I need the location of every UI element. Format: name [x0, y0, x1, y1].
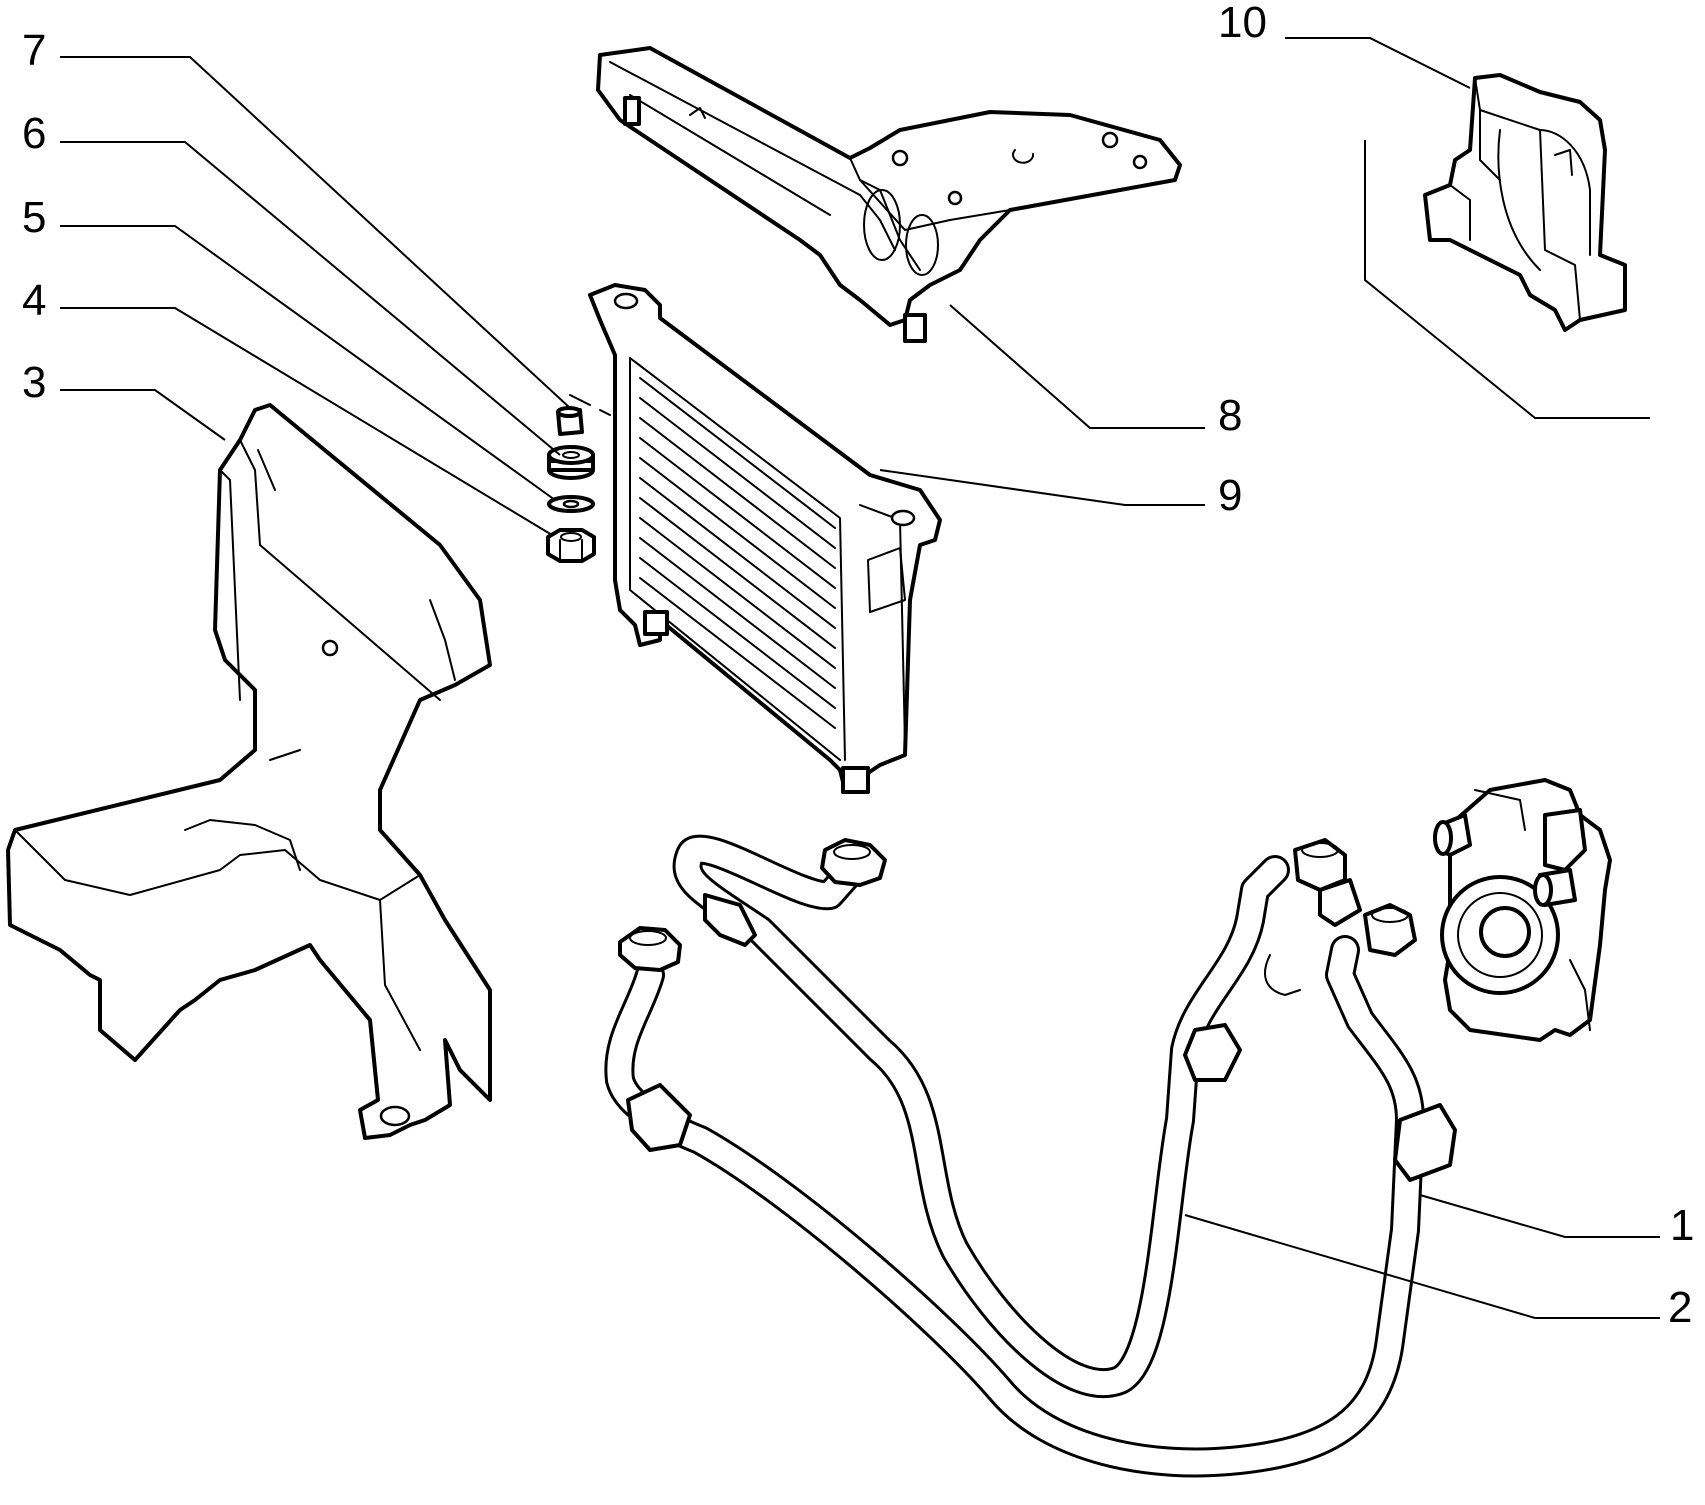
callout-8: 8	[1218, 391, 1242, 440]
part-2-pipe	[672, 834, 1290, 1399]
callout-2: 2	[1668, 1283, 1692, 1332]
part-9-oil-cooler	[588, 283, 942, 794]
leader-7	[60, 56, 571, 409]
part-10-cover-bracket	[1423, 73, 1627, 332]
leader-10	[1285, 37, 1471, 89]
part-8-mounting-bracket	[596, 46, 1182, 343]
leader-8	[949, 304, 1205, 429]
part-10-group-bracket-line	[1364, 140, 1650, 419]
callout-3: 3	[22, 358, 46, 407]
leader-lines	[60, 37, 1660, 1319]
stud-alignment-line	[569, 394, 611, 416]
part-5-washer	[547, 495, 595, 513]
callout-10: 10	[1218, 0, 1267, 47]
part-1-pipe	[604, 935, 1425, 1478]
leader-4	[60, 307, 553, 536]
part-4-nut	[546, 528, 596, 563]
leader-6	[60, 141, 561, 456]
callout-5: 5	[22, 193, 46, 242]
leader-1	[1419, 1194, 1660, 1238]
leader-3	[60, 389, 226, 441]
leader-5	[60, 225, 556, 501]
callout-7: 7	[22, 26, 46, 75]
callout-4: 4	[22, 276, 46, 325]
leader-9	[879, 469, 1205, 506]
callout-labels: 7 6 5 4 3 10 8 9 1 2	[22, 0, 1694, 1332]
callout-1: 1	[1670, 1201, 1694, 1250]
callout-9: 9	[1218, 471, 1242, 520]
part-6-grommet	[547, 445, 595, 480]
steering-pump	[1433, 778, 1612, 1042]
pipe-fittings	[618, 838, 1457, 1182]
part-3-shroud-bracket	[6, 403, 492, 1140]
callout-6: 6	[22, 109, 46, 158]
part-7-bush	[556, 406, 584, 436]
leader-2	[1184, 1214, 1660, 1319]
